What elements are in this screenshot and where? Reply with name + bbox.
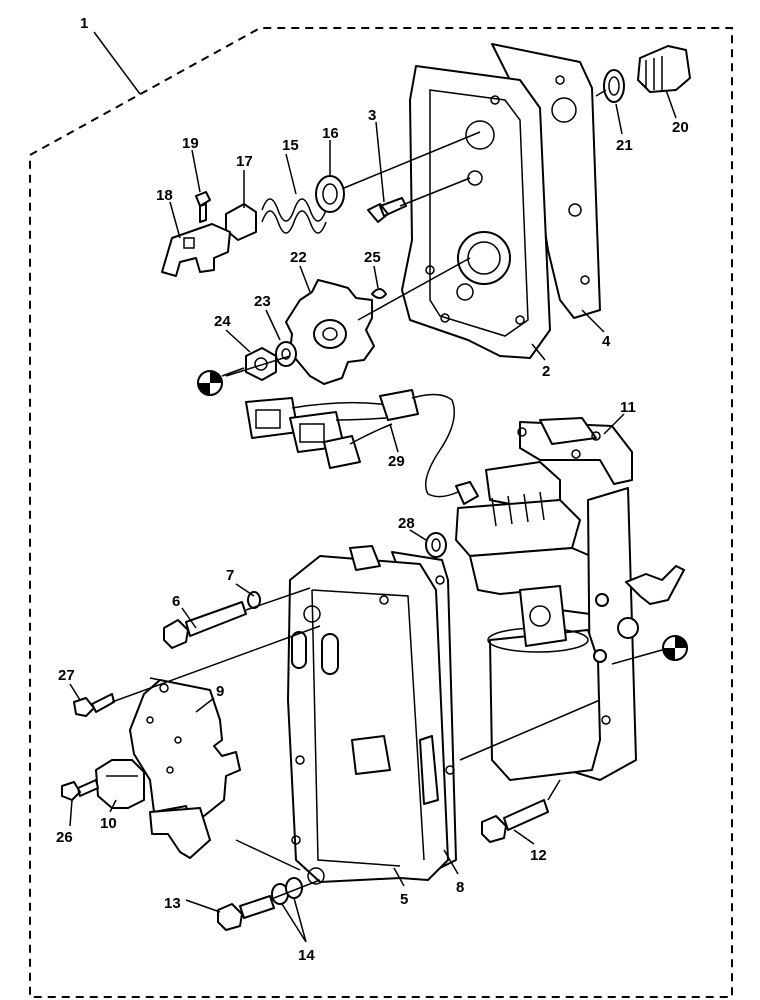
leader-lines [69, 31, 677, 943]
callout-labels: 1 2 3 4 5 6 7 8 9 10 11 12 13 14 15 16 1… [56, 15, 689, 964]
callout-6: 6 [172, 593, 180, 610]
callout-22: 22 [290, 249, 307, 266]
reference-mark-icon-left [197, 370, 223, 396]
callout-19: 19 [182, 135, 199, 152]
washer-21 [603, 69, 625, 103]
bracket-9 [129, 679, 241, 819]
harness-29 [245, 389, 459, 498]
callout-17: 17 [236, 153, 253, 170]
screw-19 [195, 191, 211, 223]
reference-mark-icon-right [662, 635, 688, 661]
bolt-12 [481, 799, 549, 843]
callout-21: 21 [616, 137, 633, 154]
callout-9: 9 [216, 683, 224, 700]
callout-20: 20 [672, 119, 689, 136]
nut-24 [245, 347, 277, 381]
callout-23: 23 [254, 293, 271, 310]
washer-23 [275, 341, 297, 367]
callout-24: 24 [214, 313, 231, 330]
callout-5: 5 [400, 891, 408, 908]
callout-29: 29 [388, 453, 405, 470]
bolt-13 [217, 895, 275, 931]
assembly-boundary [29, 27, 733, 998]
callout-2: 2 [542, 363, 550, 380]
lever-18 [161, 223, 231, 277]
callout-18: 18 [156, 187, 173, 204]
alignment-lines-upper [225, 89, 607, 377]
actuator-11 [455, 417, 685, 781]
callout-28: 28 [398, 515, 415, 532]
callout-10: 10 [100, 815, 117, 832]
screw-27 [73, 693, 115, 717]
callout-27: 27 [58, 667, 75, 684]
bolt-3 [367, 197, 407, 223]
housing-bore [457, 231, 511, 285]
callout-3: 3 [368, 107, 376, 124]
callout-8: 8 [456, 879, 464, 896]
screw-26 [61, 779, 99, 801]
callout-11: 11 [620, 399, 636, 416]
callout-14: 14 [298, 947, 315, 964]
bushing-28 [425, 532, 447, 558]
housing-2 [401, 65, 551, 359]
callout-7: 7 [226, 567, 234, 584]
ring-16 [315, 175, 345, 213]
callout-16: 16 [322, 125, 339, 142]
callout-15: 15 [282, 137, 299, 154]
clip-10 [95, 759, 145, 809]
callout-4: 4 [602, 333, 611, 350]
callout-25: 25 [364, 249, 381, 266]
key-25 [371, 288, 387, 299]
callout-13: 13 [164, 895, 181, 912]
plug-20 [637, 45, 691, 93]
callout-26: 26 [56, 829, 73, 846]
callout-1: 1 [80, 15, 88, 32]
bolt-6 [163, 601, 247, 649]
alignment-lines-lower [111, 367, 663, 899]
callout-12: 12 [530, 847, 547, 864]
